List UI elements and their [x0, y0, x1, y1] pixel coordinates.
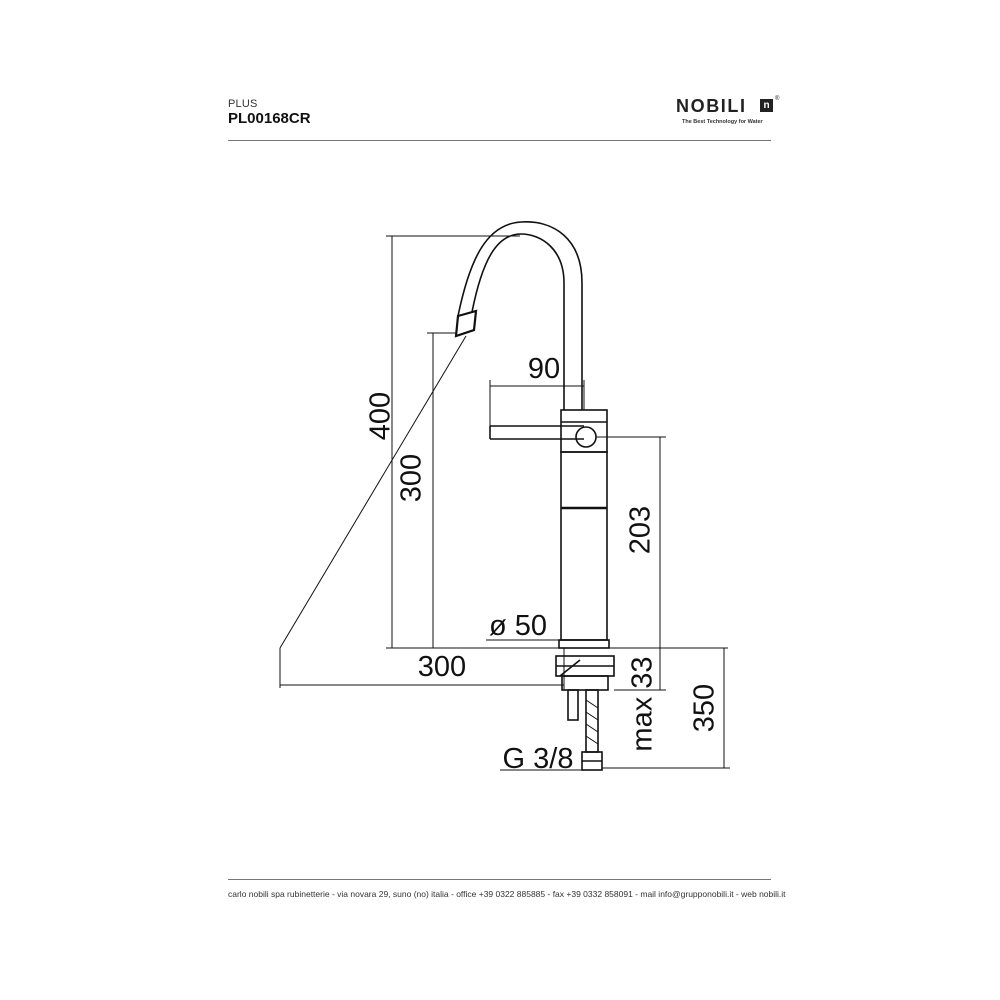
- label-350: 350: [689, 684, 721, 732]
- label-diameter: ø 50: [489, 610, 547, 642]
- faucet-outline: [454, 221, 628, 771]
- aerator: [454, 309, 478, 338]
- dimension-lines: [279, 235, 730, 771]
- brand-logo: NOBILI n ® The Best Technology for Water: [676, 96, 786, 128]
- washer: [561, 675, 609, 691]
- label-max33: max 33: [627, 656, 659, 751]
- body-base: [558, 639, 610, 649]
- spout-inner: [457, 221, 583, 410]
- product-series: PLUS: [228, 98, 258, 110]
- label-300-height: 300: [396, 454, 428, 502]
- dimension-labels: 400 300 90 203 ø 50 300 max 33 350 G 3/8: [365, 353, 721, 775]
- sweep-line: [279, 335, 467, 649]
- logo-wordmark: NOBILI: [676, 96, 747, 116]
- logo-mark-icon: n: [760, 99, 773, 112]
- faucet-body: [560, 451, 608, 641]
- company-footer: carlo nobili spa rubinetterie - via nova…: [228, 889, 786, 899]
- logo-registered: ®: [775, 96, 780, 102]
- logo-tagline: The Best Technology for Water: [682, 119, 763, 125]
- label-g38: G 3/8: [503, 743, 574, 775]
- spout-outer: [471, 233, 565, 410]
- label-203: 203: [625, 506, 657, 554]
- product-code: PL00168CR: [228, 110, 311, 127]
- label-90: 90: [528, 353, 560, 385]
- hose-braid: [585, 699, 599, 745]
- footer-divider: [228, 879, 771, 880]
- nut-slot: [559, 659, 581, 677]
- lever-pivot: [575, 426, 597, 448]
- threaded-rod: [567, 689, 579, 721]
- header-divider: [228, 140, 771, 141]
- valve-housing: [560, 409, 608, 453]
- label-300-reach: 300: [418, 651, 466, 683]
- label-400: 400: [365, 392, 397, 440]
